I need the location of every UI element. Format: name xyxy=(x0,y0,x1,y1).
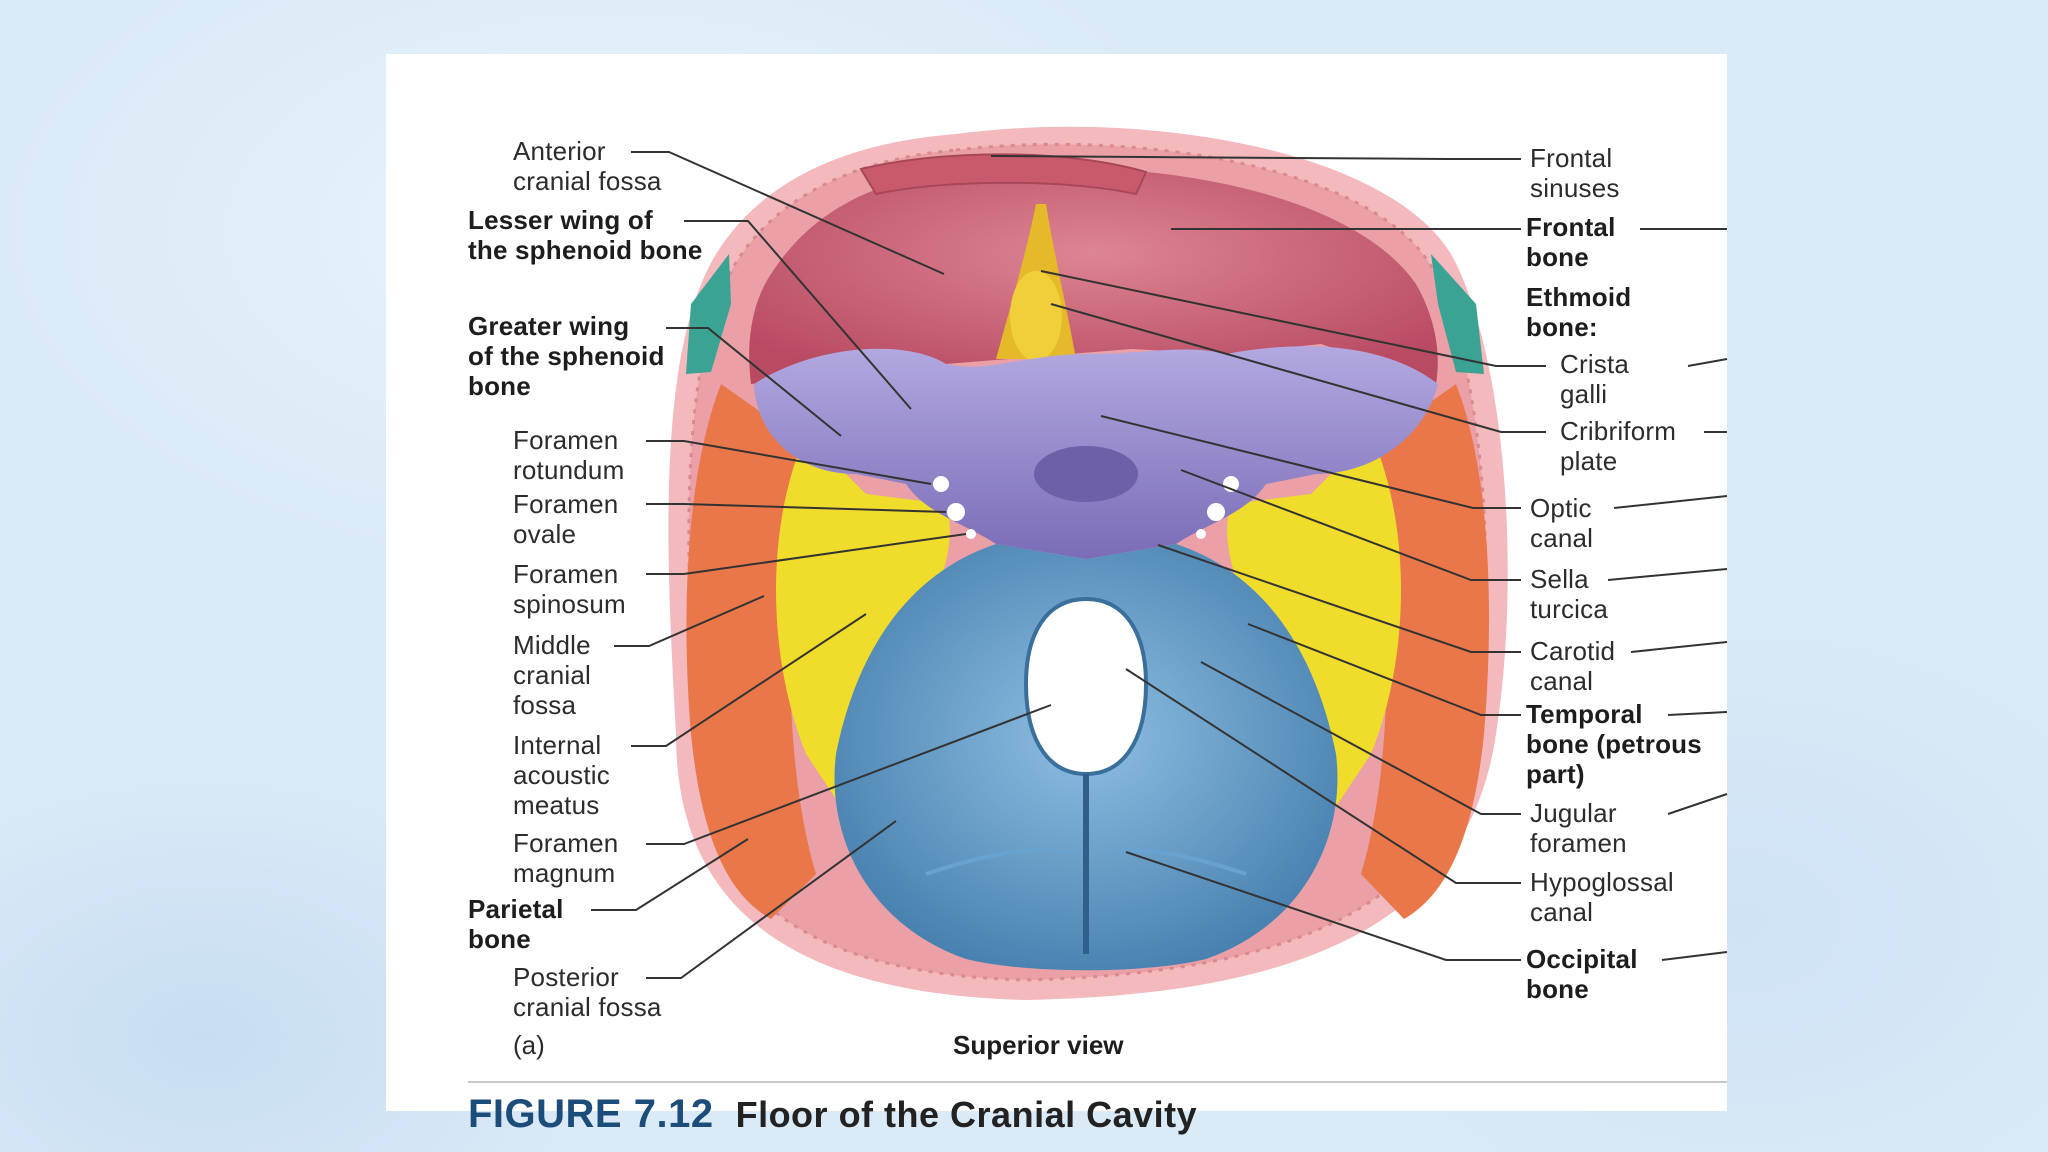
occipital-ridge-right xyxy=(1095,848,1247,876)
frontal-bone xyxy=(749,167,1438,384)
foramen-rotundum-hole xyxy=(933,476,949,492)
figure-number: FIGURE 7.12 xyxy=(468,1092,714,1136)
label-parietal-bone: Parietal bone xyxy=(468,894,564,954)
label-sella-turcica: Sella turcica xyxy=(1530,564,1608,624)
label-carotid-canal: Carotid canal xyxy=(1530,636,1616,696)
label-cribriform-plate: Cribriform plate xyxy=(1560,416,1677,476)
label-occipital-bone: Occipital bone xyxy=(1526,944,1638,1004)
label-posterior-cranial-fossa: Posterior cranial fossa xyxy=(513,962,662,1022)
sphenoid-lateral-teal-left xyxy=(686,254,731,374)
right-edge-stubs xyxy=(1607,228,1728,961)
foramen-ovale-hole-right xyxy=(1207,503,1225,521)
label-frontal-sinuses: Frontal sinuses xyxy=(1530,143,1620,203)
label-ethmoid-bone: Ethmoid bone: xyxy=(1526,282,1632,342)
label-middle-cranial-fossa: Middle cranial fossa xyxy=(513,630,591,720)
ethmoid-cribriform xyxy=(1010,271,1062,361)
caption-rule xyxy=(468,1081,1727,1083)
label-foramen-ovale: Foramen ovale xyxy=(513,489,619,549)
figure-part-label: (a) xyxy=(513,1030,545,1060)
label-greater-wing: Greater wing of the sphenoid bone xyxy=(468,311,665,401)
label-temporal-bone: Temporal bone (petrous part) xyxy=(1526,699,1702,789)
foramen-ovale-hole xyxy=(947,503,965,521)
label-optic-canal: Optic canal xyxy=(1530,493,1594,553)
foramen-magnum-hole xyxy=(1023,596,1149,777)
frontal-sinuses-shape xyxy=(859,153,1148,196)
sella-turcica-shape xyxy=(1034,446,1138,502)
label-foramen-rotundum: Foramen rotundum xyxy=(513,425,625,485)
foramen-spinosum-hole xyxy=(966,529,976,539)
label-lesser-wing: Lesser wing of the sphenoid bone xyxy=(468,205,703,265)
label-crista-galli: Crista galli xyxy=(1560,349,1630,409)
figure-title-text: Floor of the Cranial Cavity xyxy=(735,1094,1198,1135)
cranial-floor-illustration xyxy=(591,126,1728,1001)
label-anterior-cranial-fossa: Anterior cranial fossa xyxy=(513,136,662,196)
temporal-bone-left xyxy=(776,434,950,814)
leader-lines-right xyxy=(990,155,1546,961)
foramen-spinosum-hole-right xyxy=(1196,529,1206,539)
figure-panel: Anterior cranial fossa Lesser wing of th… xyxy=(386,54,1728,1136)
label-hypoglossal-canal: Hypoglossal canal xyxy=(1530,867,1674,927)
sphenoid-lateral-teal-right xyxy=(1431,254,1484,374)
view-caption: Superior view xyxy=(953,1030,1124,1060)
label-foramen-magnum: Foramen magnum xyxy=(513,828,619,888)
occipital-ridge-left xyxy=(925,848,1077,876)
temporal-bone-right xyxy=(1227,434,1401,814)
label-jugular-foramen: Jugular foramen xyxy=(1530,798,1627,858)
label-frontal-bone: Frontal bone xyxy=(1526,212,1616,272)
label-foramen-spinosum: Foramen spinosum xyxy=(513,559,626,619)
label-internal-acoustic-meatus: Internal acoustic meatus xyxy=(513,730,610,820)
figure-title: FIGURE 7.12 Floor of the Cranial Cavity xyxy=(468,1092,1197,1137)
leader-lines-left xyxy=(591,151,1052,979)
